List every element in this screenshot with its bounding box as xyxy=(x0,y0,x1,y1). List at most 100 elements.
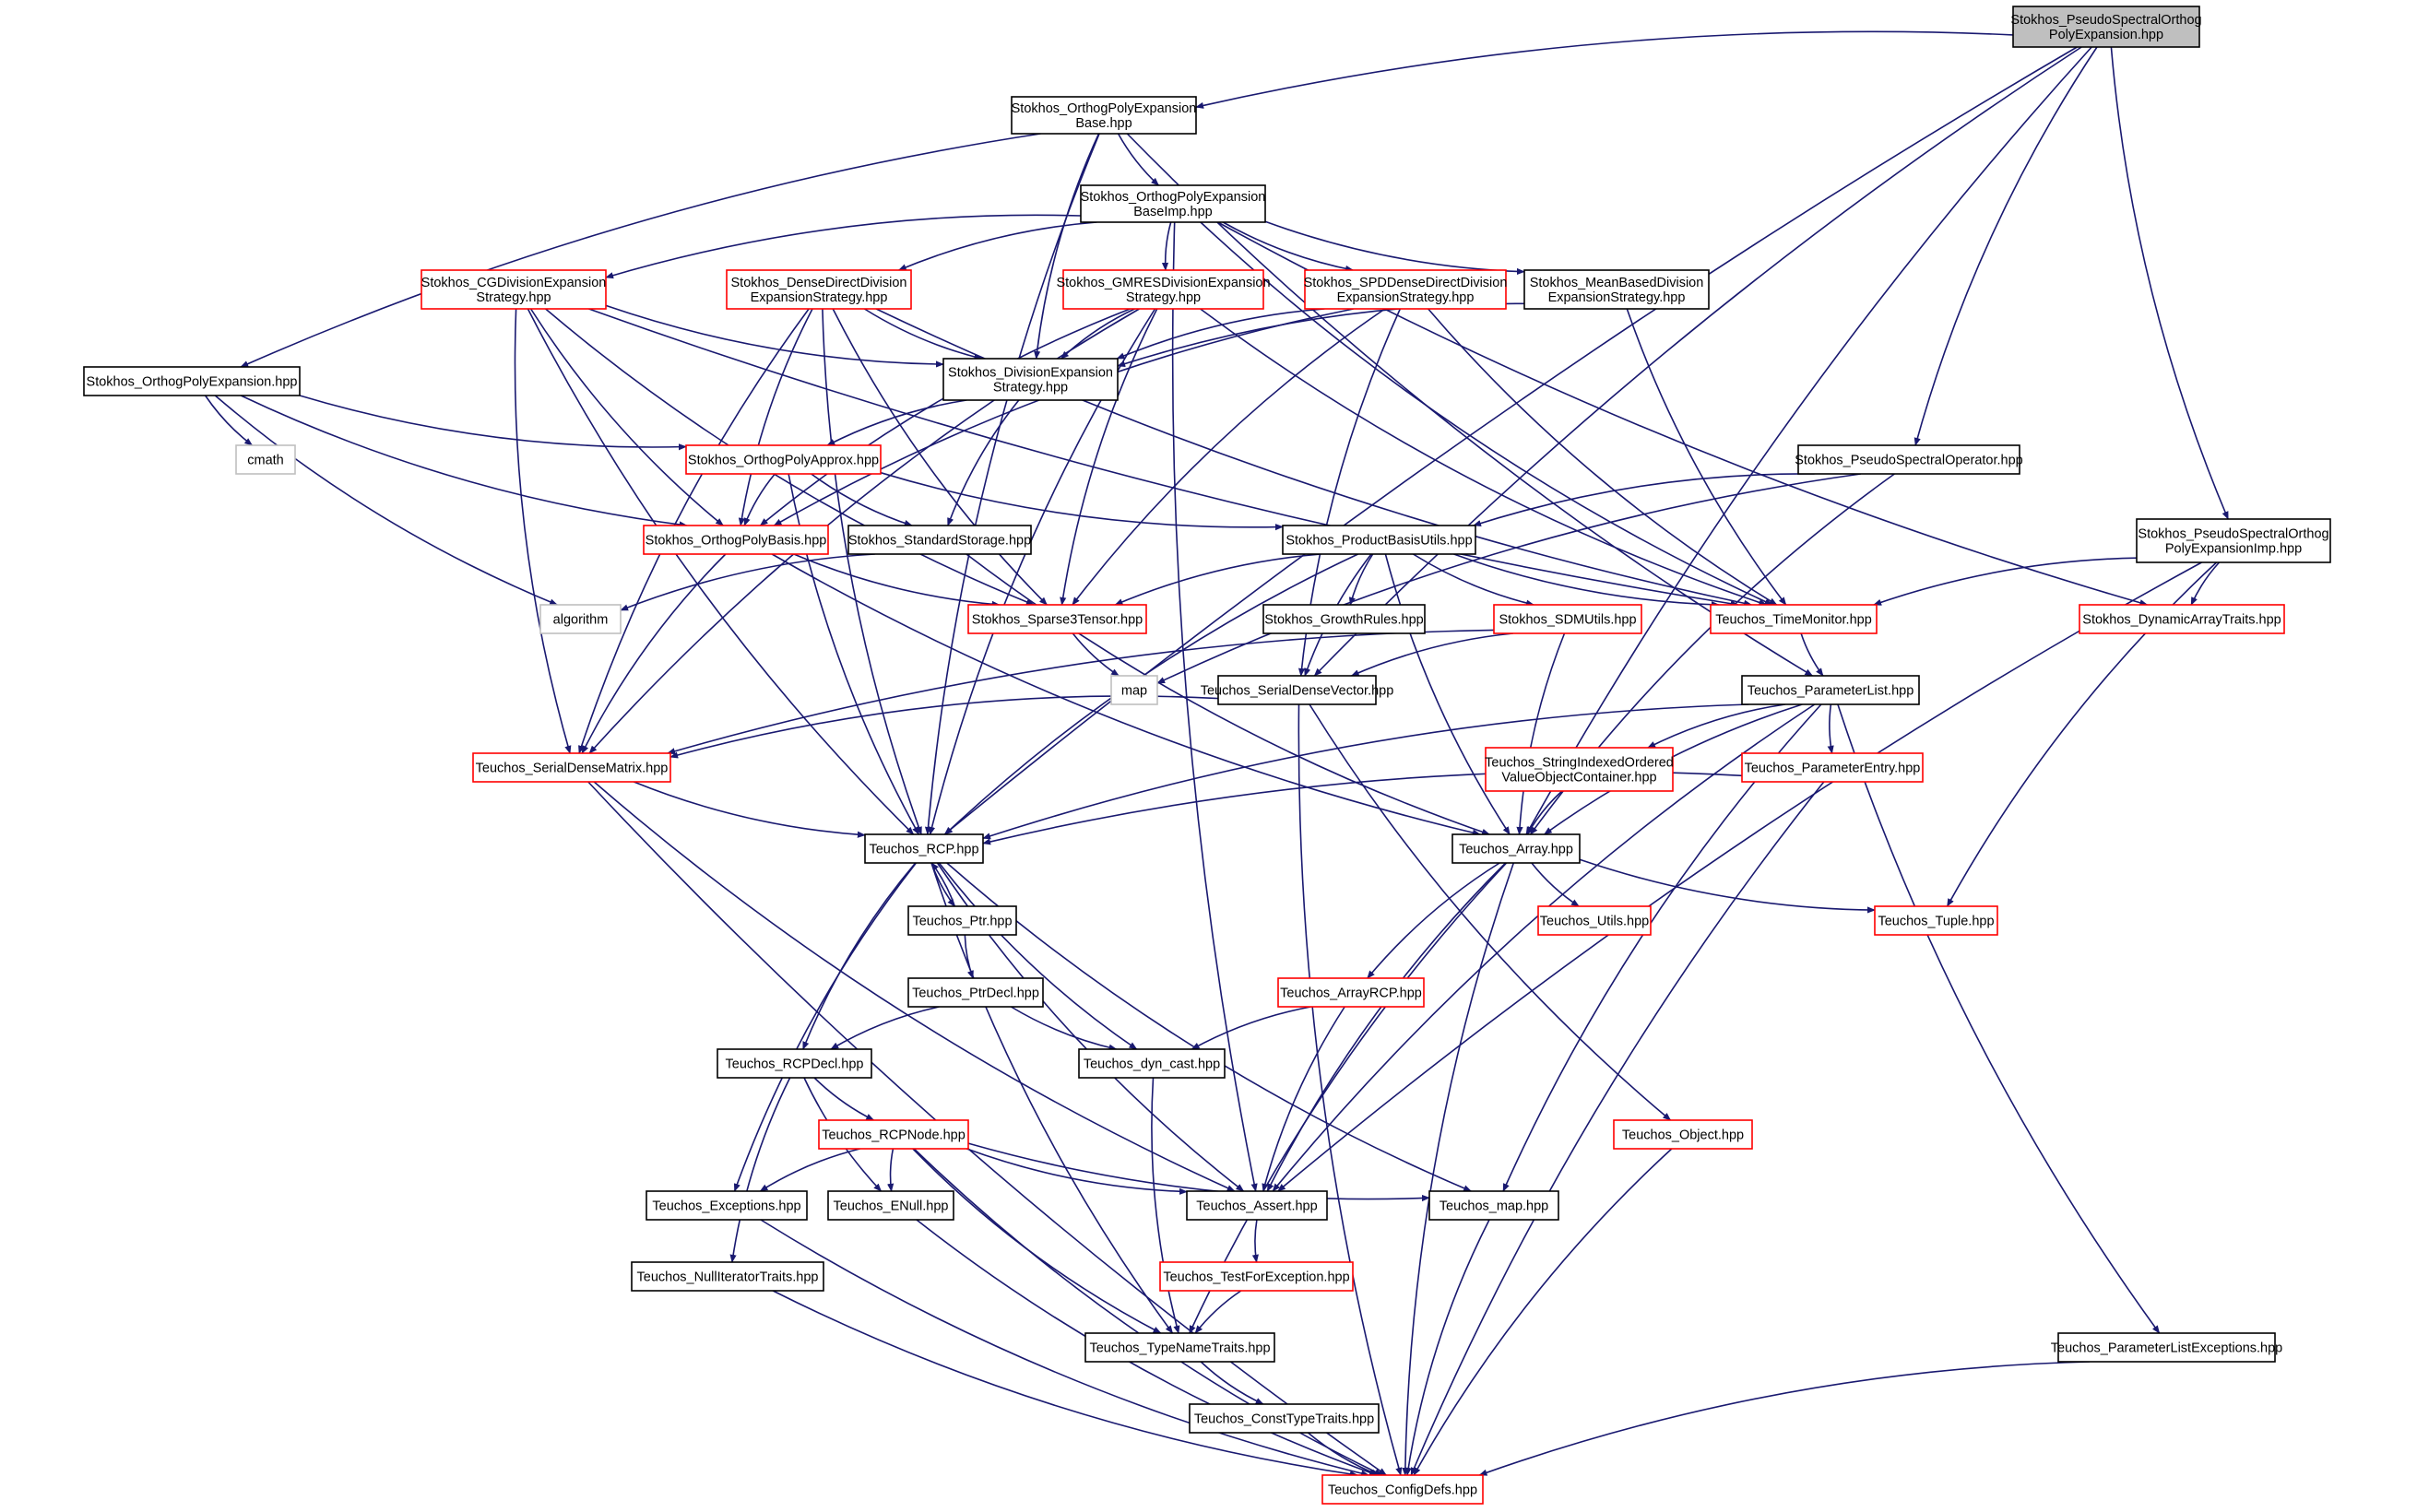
file-node-constType[interactable]: Teuchos_ConstTypeTraits.hpp xyxy=(1189,1403,1380,1434)
include-edge-rcp-to-dynCast xyxy=(938,862,1138,1050)
include-edge-psImp-to-dynArr xyxy=(2190,561,2221,606)
file-node-arrayRCP[interactable]: Teuchos_ArrayRCP.hpp xyxy=(1277,977,1425,1008)
include-edge-object-to-configDefs xyxy=(1413,1148,1673,1476)
node-label: Teuchos_Assert.hpp xyxy=(1196,1199,1317,1214)
file-node-opApprox[interactable]: Stokhos_OrthogPolyApprox.hpp xyxy=(685,444,882,475)
file-node-sdmUtils[interactable]: Stokhos_SDMUtils.hpp xyxy=(1493,604,1642,634)
node-label: Stokhos_OrthogPolyApprox.hpp xyxy=(688,454,879,468)
edge-line xyxy=(771,553,1481,836)
include-edge-opeBaseImp-to-spdDiv xyxy=(1222,221,1354,272)
node-label: Stokhos_SDMUtils.hpp xyxy=(1499,613,1636,628)
include-edge-sdm-to-rcp xyxy=(633,781,866,838)
file-node-denseDiv[interactable]: Stokhos_DenseDirectDivisionExpansionStra… xyxy=(726,269,912,310)
file-node-stdStorage[interactable]: Stokhos_StandardStorage.hpp xyxy=(847,525,1032,555)
file-node-timeMon[interactable]: Teuchos_TimeMonitor.hpp xyxy=(1710,604,1878,634)
edge-line xyxy=(214,395,559,606)
file-node-dynCast[interactable]: Teuchos_dyn_cast.hpp xyxy=(1078,1048,1226,1079)
include-edge-gmresDiv-to-sparse3 xyxy=(1060,308,1158,606)
node-box xyxy=(2057,1332,2276,1363)
edge-line xyxy=(240,395,688,528)
include-edge-denseDiv-to-opBasis xyxy=(738,308,813,526)
include-edge-sdv-to-configDefs xyxy=(1297,703,1403,1476)
node-box xyxy=(1485,747,1674,792)
file-node-opBasis[interactable]: Stokhos_OrthogPolyBasis.hpp xyxy=(643,525,829,555)
node-label: Stokhos_MeanBasedDivision xyxy=(1530,276,1704,290)
edge-line xyxy=(729,1077,791,1263)
edge-line xyxy=(982,703,1749,840)
file-node-paramEntry[interactable]: Teuchos_ParameterEntry.hpp xyxy=(1741,752,1924,783)
node-label: Teuchos_PtrDecl.hpp xyxy=(912,986,1039,1001)
file-node-nullIt[interactable]: Teuchos_NullIteratorTraits.hpp xyxy=(631,1261,824,1292)
node-layer: Stokhos_PseudoSpectralOrthogPolyExpansio… xyxy=(83,6,2331,1505)
file-node-psOp[interactable]: Stokhos_PseudoSpectralOperator.hpp xyxy=(1795,444,2023,475)
file-node-spdDiv[interactable]: Stokhos_SPDDenseDirectDivisionExpansionS… xyxy=(1304,269,1508,310)
file-node-tmap[interactable]: Teuchos_map.hpp xyxy=(1428,1190,1559,1221)
edge-line xyxy=(924,133,1100,835)
file-node-tuple[interactable]: Teuchos_Tuple.hpp xyxy=(1874,905,1998,936)
edge-line xyxy=(863,308,983,360)
file-node-exceptions[interactable]: Teuchos_Exceptions.hpp xyxy=(646,1190,808,1221)
node-box xyxy=(1084,1332,1275,1363)
file-node-utils[interactable]: Teuchos_Utils.hpp xyxy=(1537,905,1652,936)
include-edge-denseDiv-to-sparse3 xyxy=(832,308,1048,606)
file-node-plExc[interactable]: Teuchos_ParameterListExceptions.hpp xyxy=(2051,1332,2282,1363)
include-edge-cgDiv-to-sdm xyxy=(514,308,572,754)
file-node-root[interactable]: Stokhos_PseudoSpectralOrthogPolyExpansio… xyxy=(2010,6,2202,48)
include-edge-rcpDecl-to-nullIt xyxy=(729,1077,791,1263)
file-node-pbUtils[interactable]: Stokhos_ProductBasisUtils.hpp xyxy=(1282,525,1476,555)
file-node-ope[interactable]: Stokhos_OrthogPolyExpansion.hpp xyxy=(83,366,301,396)
node-box xyxy=(1537,905,1652,936)
file-node-ptrDecl[interactable]: Teuchos_PtrDecl.hpp xyxy=(907,977,1044,1008)
node-label: Teuchos_Utils.hpp xyxy=(1540,915,1650,929)
include-edge-sdm-to-configDefs xyxy=(587,781,1387,1476)
file-node-enull[interactable]: Teuchos_ENull.hpp xyxy=(827,1190,954,1221)
include-edge-opApprox-to-pbUtils xyxy=(880,471,1284,531)
file-node-ptr[interactable]: Teuchos_Ptr.hpp xyxy=(907,905,1017,936)
file-node-sparse3[interactable]: Stokhos_Sparse3Tensor.hpp xyxy=(967,604,1147,634)
file-node-array[interactable]: Teuchos_Array.hpp xyxy=(1451,833,1581,864)
include-edge-opeBaseImp-to-assert xyxy=(1171,221,1258,1192)
file-node-growth[interactable]: Stokhos_GrowthRules.hpp xyxy=(1262,604,1426,634)
node-label: Stokhos_OrthogPolyExpansion xyxy=(1012,101,1197,116)
file-node-sdm[interactable]: Teuchos_SerialDenseMatrix.hpp xyxy=(472,752,671,783)
file-node-configDefs[interactable]: Teuchos_ConfigDefs.hpp xyxy=(1321,1474,1484,1505)
node-box xyxy=(942,358,1119,401)
node-box xyxy=(1741,675,1920,705)
include-edge-meanDiv-to-divStrat xyxy=(1117,302,1525,367)
node-label: Teuchos_NullIteratorTraits.hpp xyxy=(637,1270,819,1285)
node-label: Stokhos_StandardStorage.hpp xyxy=(848,534,1031,549)
node-label: Teuchos_ArrayRCP.hpp xyxy=(1280,986,1422,1001)
node-label: Teuchos_TypeNameTraits.hpp xyxy=(1089,1341,1270,1356)
node-label: Teuchos_dyn_cast.hpp xyxy=(1084,1057,1220,1072)
node-label: Teuchos_ParameterList.hpp xyxy=(1748,684,1914,699)
file-node-psImp[interactable]: Stokhos_PseudoSpectralOrthogPolyExpansio… xyxy=(2136,518,2331,563)
edge-line xyxy=(1516,632,1566,835)
edge-line xyxy=(733,862,918,1192)
include-edge-cgDiv-to-rcp xyxy=(527,308,915,835)
file-node-dynArr[interactable]: Stokhos_DynamicArrayTraits.hpp xyxy=(2079,604,2285,634)
file-node-meanDiv[interactable]: Stokhos_MeanBasedDivisionExpansionStrate… xyxy=(1523,269,1710,310)
include-edge-sparse3-to-map xyxy=(1072,632,1120,677)
file-node-rcpNode[interactable]: Teuchos_RCPNode.hpp xyxy=(818,1119,969,1150)
edge-line xyxy=(1151,1077,1180,1334)
file-node-rcpDecl[interactable]: Teuchos_RCPDecl.hpp xyxy=(717,1048,872,1079)
edge-line xyxy=(204,395,254,446)
file-node-paramList[interactable]: Teuchos_ParameterList.hpp xyxy=(1741,675,1920,705)
file-node-object[interactable]: Teuchos_Object.hpp xyxy=(1613,1119,1753,1150)
file-node-gmresDiv[interactable]: Stokhos_GMRESDivisionExpansionStrategy.h… xyxy=(1056,269,1271,310)
edge-line xyxy=(1117,133,1160,186)
node-label: cmath xyxy=(247,454,284,468)
file-node-strIdx[interactable]: Teuchos_StringIndexedOrderedValueObjectC… xyxy=(1485,747,1674,792)
edge-line xyxy=(887,1148,895,1192)
file-node-sdv[interactable]: Teuchos_SerialDenseVector.hpp xyxy=(1201,675,1394,705)
file-node-testExc[interactable]: Teuchos_TestForException.hpp xyxy=(1159,1261,1354,1292)
include-edge-cgDiv-to-sparse3 xyxy=(545,308,1035,606)
file-node-typeName[interactable]: Teuchos_TypeNameTraits.hpp xyxy=(1084,1332,1275,1363)
file-node-rcp[interactable]: Teuchos_RCP.hpp xyxy=(864,833,984,864)
file-node-assert[interactable]: Teuchos_Assert.hpp xyxy=(1186,1190,1328,1221)
node-label: ValueObjectContainer.hpp xyxy=(1501,771,1656,786)
